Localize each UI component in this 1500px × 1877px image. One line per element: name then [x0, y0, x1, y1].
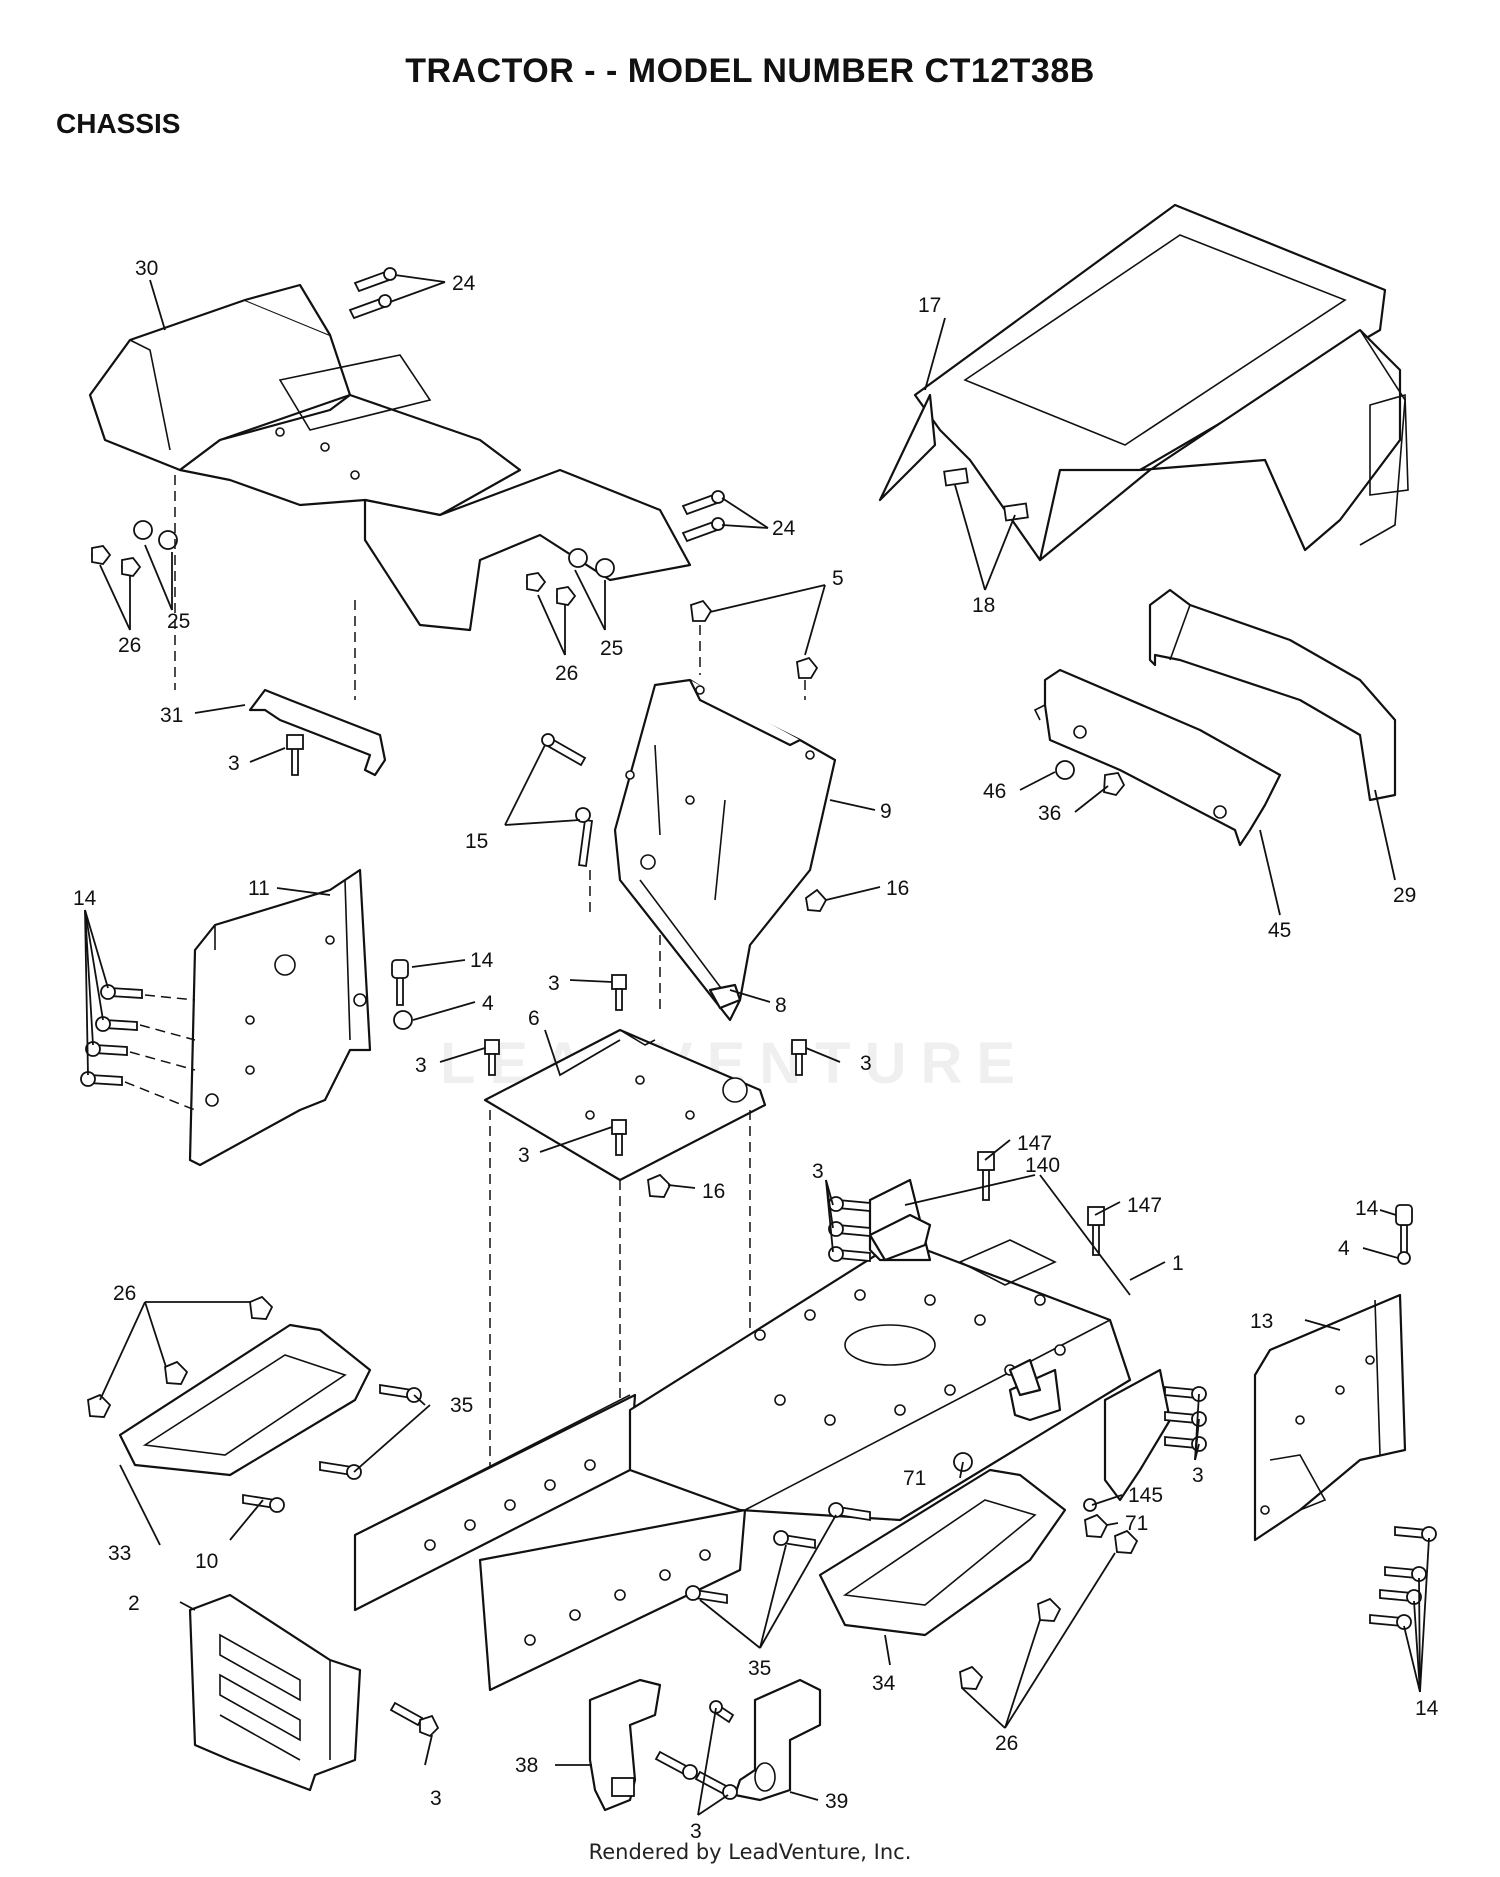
callout-33: 33 — [108, 1542, 131, 1565]
right-side-panel-part — [1253, 1293, 1407, 1542]
callout-14: 14 — [470, 949, 494, 972]
callout-36: 36 — [1038, 802, 1061, 825]
mount-plate-part — [483, 1028, 767, 1182]
callout-3: 3 — [518, 1144, 530, 1167]
right-footrest-hardware — [685, 1502, 1139, 1690]
callout-71: 71 — [1125, 1512, 1148, 1535]
fender-bolts-top — [348, 267, 397, 320]
callout-10: 10 — [195, 1550, 218, 1573]
callout-26: 26 — [118, 634, 141, 657]
right-footrest-part — [818, 1468, 1067, 1637]
left-side-panel-part — [188, 868, 372, 1167]
callout-3: 3 — [812, 1160, 824, 1183]
callout-16: 16 — [886, 877, 909, 900]
bracket-39-part — [733, 1678, 822, 1802]
callout-26: 26 — [555, 662, 578, 685]
callout-71: 71 — [903, 1467, 926, 1490]
section-title: CHASSIS — [56, 108, 181, 139]
callout-8: 8 — [775, 994, 787, 1017]
callout-14: 14 — [1355, 1197, 1379, 1220]
front-axle-bracket-part — [868, 1213, 1172, 1502]
callout-14: 14 — [1415, 1697, 1439, 1720]
callout-35: 35 — [450, 1394, 473, 1417]
callout-46: 46 — [983, 780, 1006, 803]
hood-part — [878, 203, 1409, 562]
callout-11: 11 — [248, 877, 270, 900]
fender-bolts-right — [681, 490, 725, 543]
callout-labels: 30 24 17 24 18 5 25 26 26 25 31 3 9 46 3… — [73, 257, 1439, 1843]
callout-45: 45 — [1268, 919, 1291, 942]
callout-3: 3 — [690, 1820, 702, 1843]
callout-29: 29 — [1393, 884, 1416, 907]
callout-2: 2 — [128, 1592, 140, 1615]
bracket-38-part — [588, 1678, 662, 1812]
callout-35: 35 — [748, 1657, 771, 1680]
callout-14: 14 — [73, 887, 97, 910]
callout-147: 147 — [1017, 1132, 1052, 1155]
grille-bracket-part — [1033, 668, 1282, 847]
callout-17: 17 — [918, 294, 941, 317]
callout-26: 26 — [995, 1732, 1018, 1755]
callout-3: 3 — [1192, 1464, 1204, 1487]
callout-9: 9 — [880, 800, 892, 823]
bracket-hardware — [654, 1700, 738, 1800]
callout-15: 15 — [465, 830, 488, 853]
callout-3: 3 — [548, 972, 560, 995]
left-footrest-part — [118, 1323, 372, 1477]
callout-38: 38 — [515, 1754, 538, 1777]
callout-13: 13 — [1250, 1310, 1273, 1333]
grille-hardware — [1055, 760, 1126, 797]
callout-147: 147 — [1127, 1194, 1162, 1217]
left-panel-top-bolt — [391, 959, 413, 1030]
dash-hardware — [541, 599, 828, 912]
grille-part — [1148, 588, 1397, 802]
callout-31: 31 — [160, 704, 183, 727]
callout-6: 6 — [528, 1007, 540, 1030]
page-title: TRACTOR - - MODEL NUMBER CT12T38B — [405, 52, 1095, 90]
callout-3: 3 — [860, 1052, 872, 1075]
callout-24: 24 — [772, 517, 796, 540]
callout-4: 4 — [482, 992, 494, 1015]
callout-16: 16 — [702, 1180, 725, 1203]
front-bracket-screw — [389, 1701, 440, 1738]
callout-3: 3 — [228, 752, 240, 775]
callout-34: 34 — [872, 1672, 896, 1695]
callout-5: 5 — [832, 567, 844, 590]
rear-fender-part — [88, 283, 692, 632]
callout-25: 25 — [600, 637, 623, 660]
bracket-31-part — [248, 688, 387, 777]
fender-nuts-washers-right — [526, 548, 615, 606]
main-frame-part — [353, 1178, 1132, 1692]
callout-30: 30 — [135, 257, 158, 280]
callout-3: 3 — [430, 1787, 442, 1810]
dash-panel-part — [613, 678, 837, 1022]
plate-screws — [484, 974, 807, 1198]
callout-1: 1 — [1172, 1252, 1184, 1275]
callout-3: 3 — [415, 1054, 427, 1077]
front-bracket-part — [188, 1593, 362, 1792]
callout-18: 18 — [972, 594, 995, 617]
callout-26: 26 — [113, 1282, 136, 1305]
callout-4: 4 — [1338, 1237, 1350, 1260]
callout-24: 24 — [452, 272, 476, 295]
leader-lines — [84, 274, 1430, 1816]
fender-nuts-washers-left — [91, 520, 178, 577]
callout-39: 39 — [825, 1790, 848, 1813]
render-credit: Rendered by LeadVenture, Inc. — [588, 1840, 912, 1864]
callout-145: 145 — [1128, 1484, 1163, 1507]
callout-25: 25 — [167, 610, 190, 633]
callout-140: 140 — [1025, 1154, 1060, 1177]
